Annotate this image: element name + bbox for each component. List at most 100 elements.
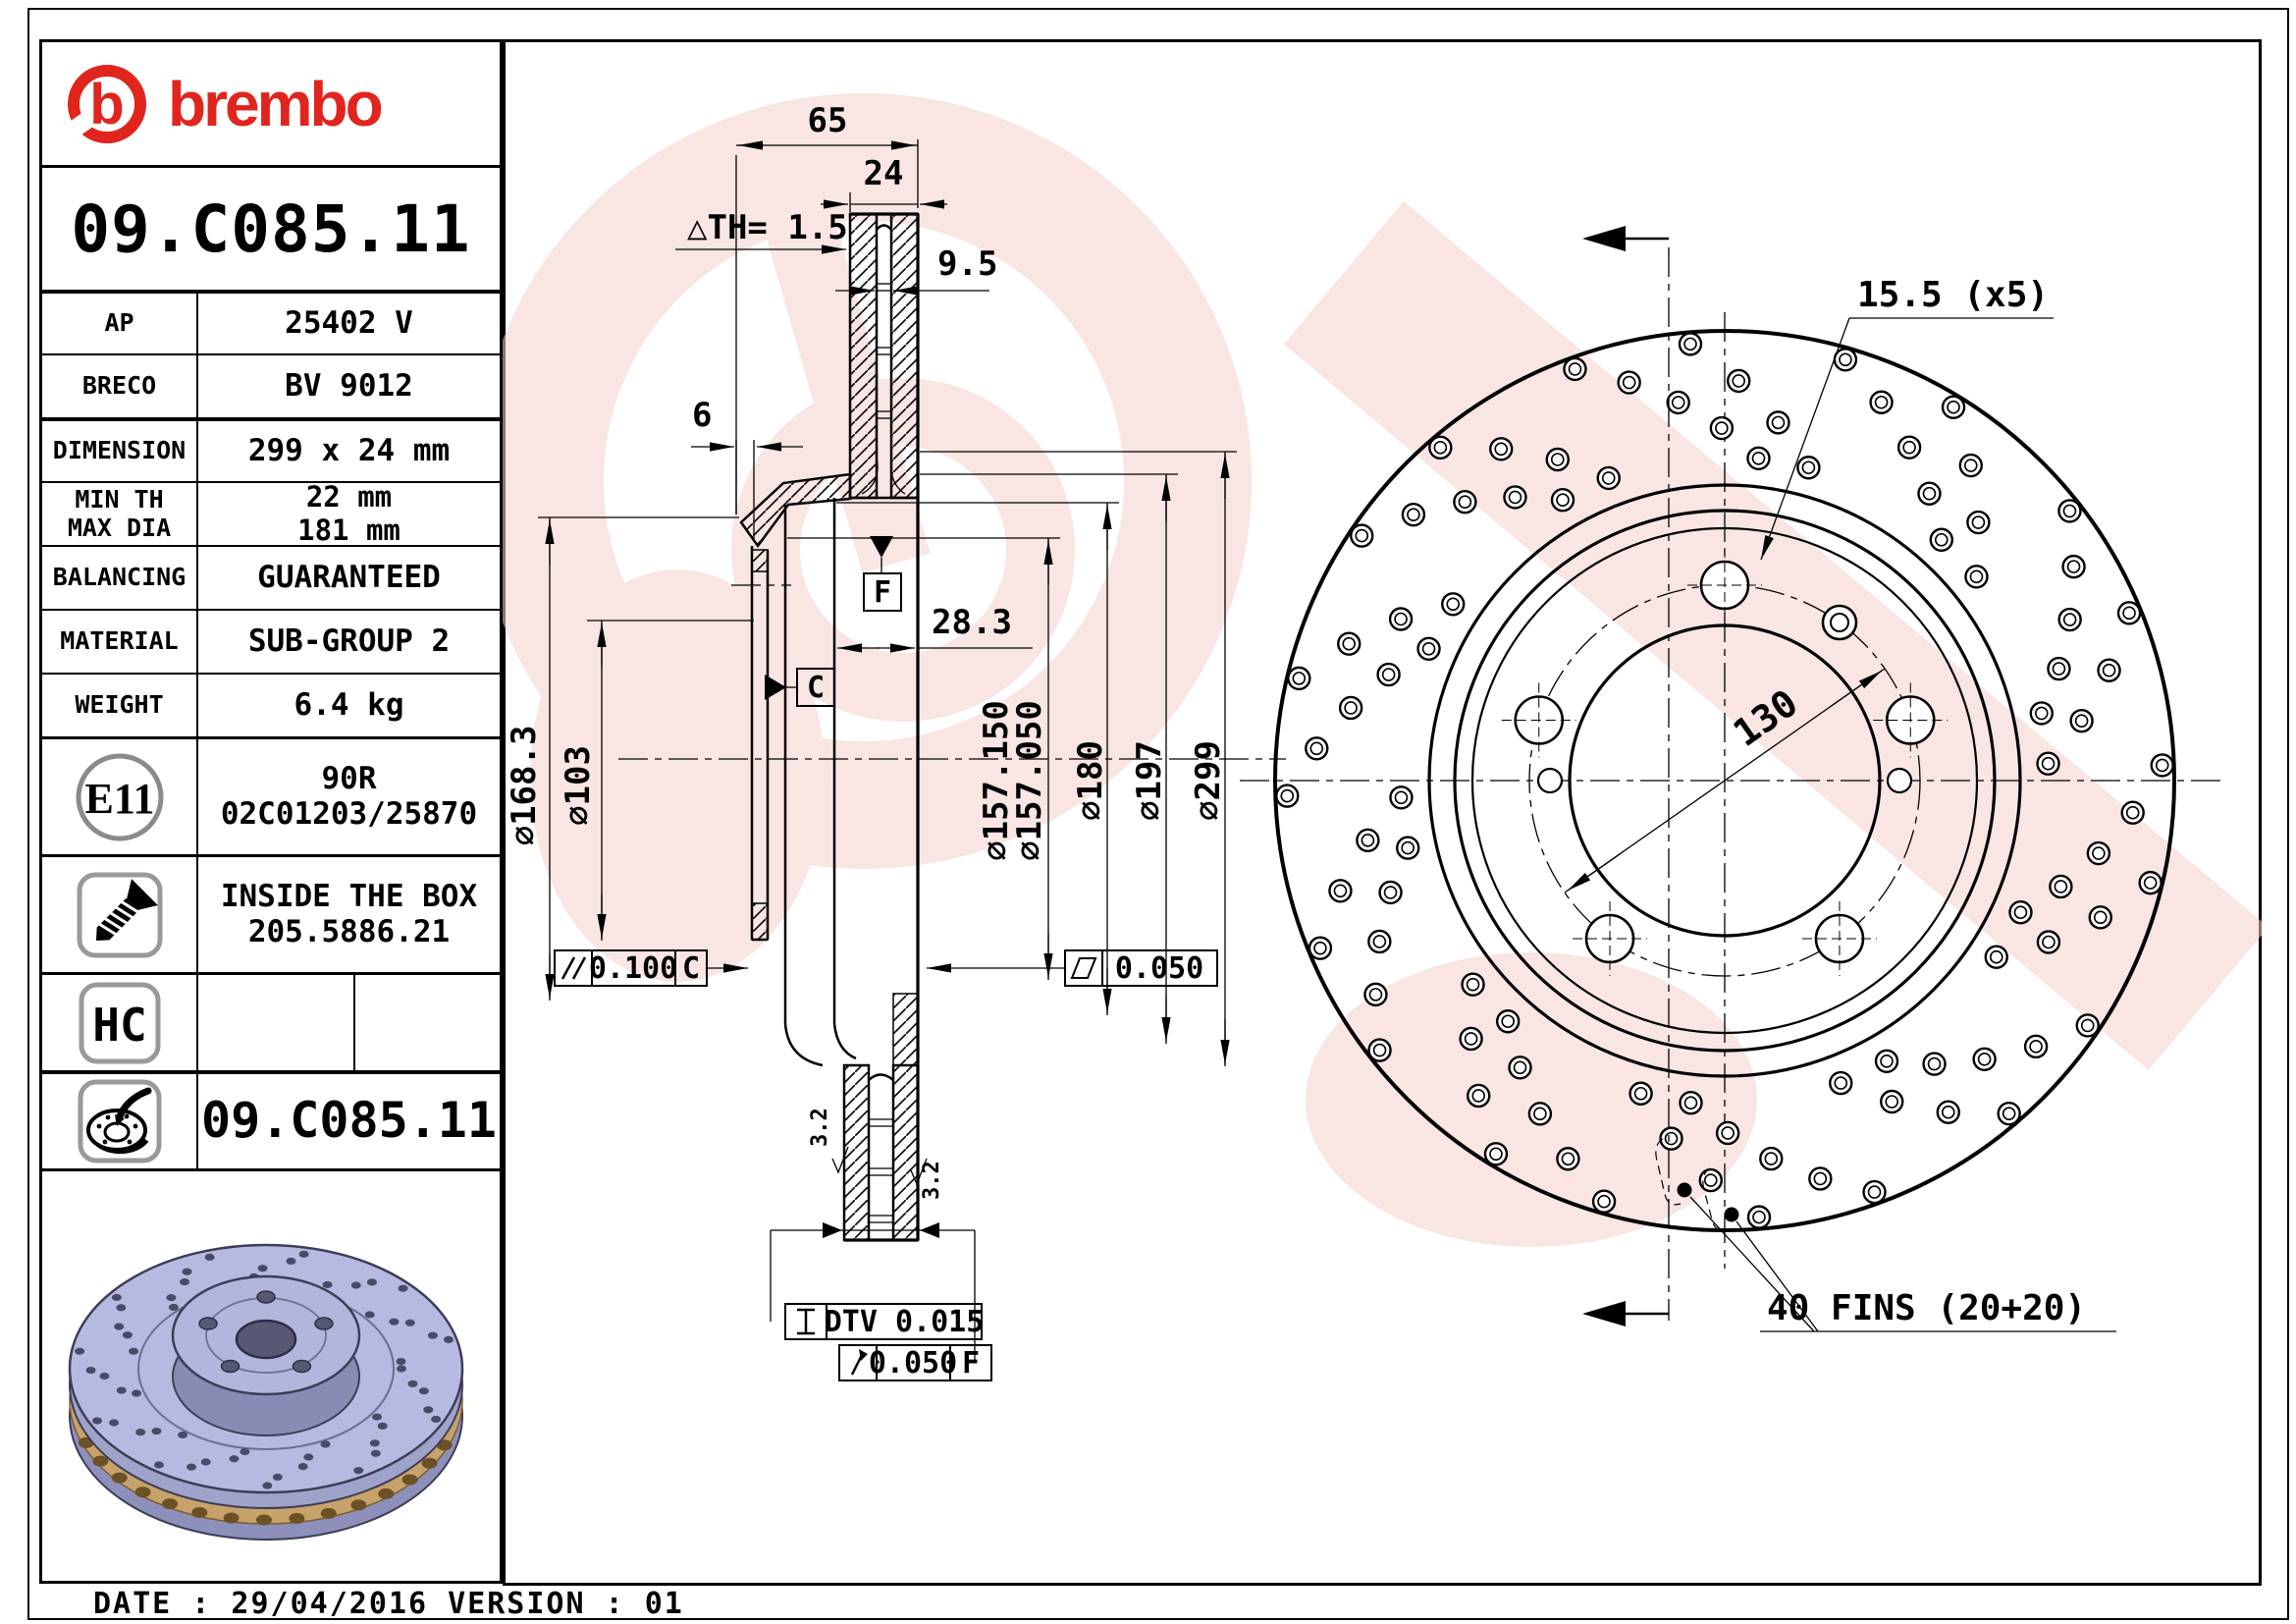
drilled-hole — [1862, 1179, 1887, 1205]
render-drill-dot — [298, 1250, 309, 1258]
render-drill-dot — [129, 1347, 139, 1355]
drilled-hole — [1709, 415, 1735, 441]
render-vent-slot — [320, 1507, 337, 1519]
drilled-hole — [1527, 1102, 1553, 1126]
dim-th: △TH= 1.5 — [687, 208, 848, 247]
render-drill-dot — [431, 1415, 442, 1423]
drilled-hole-inner — [1550, 453, 1565, 466]
render-drill-dot — [85, 1366, 96, 1374]
drilled-hole — [1966, 510, 1991, 535]
e11-approval-icon: E11 — [76, 753, 163, 840]
spec-row-ap: AP 25402 V — [42, 290, 500, 353]
drilled-hole-inner — [1867, 1185, 1882, 1199]
render-drill-dot — [257, 1264, 268, 1272]
drilled-hole — [1305, 736, 1329, 761]
drilled-hole-inner — [1834, 1076, 1848, 1090]
drilled-hole-inner — [1633, 1086, 1648, 1101]
drilled-hole-inner — [1935, 532, 1949, 547]
drilled-hole — [1833, 348, 1858, 372]
spec-value: 299 x 24 mm — [196, 421, 500, 481]
drilled-hole — [2036, 751, 2060, 776]
drilled-hole-inner — [2034, 706, 2049, 721]
drilled-hole — [1808, 1166, 1833, 1191]
spec-label: MATERIAL — [60, 626, 179, 656]
render-drill-dot — [286, 1257, 296, 1265]
sheet-border — [27, 8, 2289, 1620]
drilled-hole — [1984, 945, 2008, 969]
drilled-hole — [1964, 565, 1989, 589]
render-vent-slot — [134, 1486, 151, 1497]
render-drill-dot — [116, 1303, 127, 1311]
bolt-hole-dim: 15.5 (x5) — [1857, 275, 2049, 315]
drilled-hole — [1453, 490, 1477, 514]
render-drill-dot — [322, 1280, 333, 1288]
drilled-hole-inner — [1556, 493, 1570, 508]
drilled-hole-inner — [1464, 1032, 1478, 1046]
spec-label: DIMENSION — [52, 436, 187, 465]
inside-box-line2: 205.5886.21 — [247, 913, 451, 949]
render-drill-dot — [272, 1473, 283, 1481]
drilled-hole-inner — [1664, 1131, 1679, 1146]
spec-value: 181 mm — [297, 513, 400, 547]
spec-label: AP — [104, 308, 134, 338]
render-drill-dot — [116, 1385, 127, 1394]
drilled-hole-inner — [2062, 613, 2077, 626]
drilled-hole-inner — [2122, 606, 2136, 621]
screw-hole — [1821, 604, 1858, 641]
svg-text:b: b — [89, 73, 124, 136]
spec-label: BRECO — [81, 371, 157, 401]
drilled-hole — [1679, 1090, 1703, 1115]
render-drill-dot — [109, 1418, 120, 1427]
render-drill-dot — [75, 1347, 85, 1355]
drilled-hole-inner — [1280, 788, 1295, 803]
drilled-hole — [1829, 1070, 1853, 1096]
drilled-hole-inner — [1947, 400, 1960, 414]
fcf-flatness-value: 0.050 — [1115, 951, 1203, 986]
render-drill-dot — [114, 1322, 125, 1330]
drilled-hole-inner — [2029, 1040, 2043, 1054]
drilled-hole — [1874, 1049, 1899, 1073]
drilled-hole-inner — [2052, 662, 2066, 676]
drilled-hole-inner — [1401, 840, 1415, 855]
drilled-hole-inner — [1466, 977, 1480, 992]
render-drill-dot — [182, 1268, 192, 1275]
drilled-hole — [1467, 1083, 1491, 1109]
drilled-hole — [2116, 601, 2142, 625]
drilled-hole — [1441, 592, 1466, 617]
dia-168-3: ∅168.3 — [505, 726, 544, 846]
render-drill-dot — [111, 1293, 122, 1301]
render-drill-dot — [99, 1372, 110, 1380]
drilled-hole-inner — [1764, 1152, 1779, 1165]
drilled-hole — [1941, 395, 1966, 419]
render-drill-dot — [320, 1439, 331, 1448]
small-hole — [1536, 767, 1564, 794]
render-drill-dot — [153, 1460, 164, 1469]
render-drill-dot — [297, 1462, 308, 1470]
render-drill-dot — [366, 1277, 377, 1285]
drilled-hole — [1659, 1126, 1683, 1151]
render-vent-slot — [289, 1512, 305, 1524]
screw-hole-inner — [1829, 613, 1849, 633]
drilled-hole-inner — [2054, 880, 2068, 893]
drilled-hole-inner — [1927, 1056, 1942, 1071]
drilled-hole — [1545, 447, 1570, 472]
drilled-hole-inner — [1471, 1089, 1486, 1103]
spec-row-breco: BRECO BV 9012 — [42, 353, 500, 417]
drilled-hole — [2057, 607, 2082, 632]
dim-6: 6 — [692, 396, 712, 435]
drilled-hole-inner — [1801, 460, 1816, 475]
dia-103: ∅103 — [559, 745, 598, 826]
drilled-hole-inner — [1963, 459, 1978, 472]
drilled-hole-inner — [1494, 442, 1509, 457]
drilled-hole-inner — [1941, 1105, 1955, 1119]
dim-24: 24 — [864, 154, 904, 193]
drilled-hole-inner — [2074, 714, 2089, 728]
drilled-hole-inner — [1601, 471, 1616, 485]
drilled-hole-inner — [2125, 805, 2140, 820]
render-drill-dot — [407, 1380, 418, 1387]
drilled-hole — [1727, 368, 1751, 394]
drilled-hole — [2088, 905, 2112, 930]
drilled-hole — [2086, 840, 2111, 866]
drilled-hole-inner — [2143, 876, 2158, 890]
spec-label: MIN TH — [75, 484, 164, 514]
